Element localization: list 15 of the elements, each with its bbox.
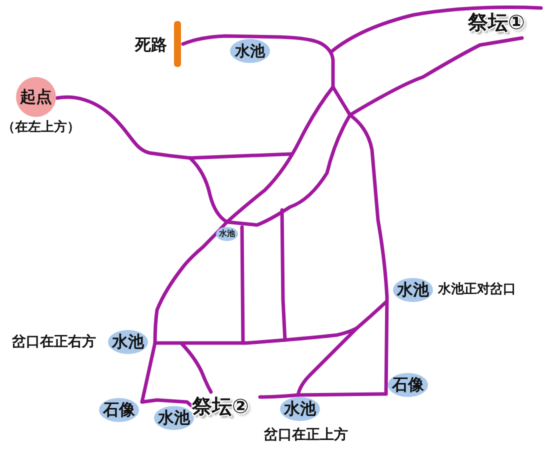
direction-note: 水池正对岔口 — [438, 283, 516, 298]
altar-label: 祭坛① — [468, 11, 525, 33]
altar-label: 祭坛② — [192, 395, 249, 417]
direction-note: 岔口在正上方 — [264, 428, 348, 444]
start-point-marker: 起点 — [16, 77, 56, 117]
statue-marker: 石像 — [99, 398, 139, 422]
direction-note: 岔口在正右方 — [12, 335, 96, 350]
dead-end-label: 死路 — [135, 36, 167, 54]
pool-marker: 水池 — [108, 330, 148, 354]
pool-marker: 水池 — [393, 278, 433, 302]
direction-note: （在左上方） — [2, 121, 80, 136]
pool-marker: 水池 — [230, 39, 270, 63]
pool-marker: 水池 — [216, 227, 238, 241]
pool-marker: 水池 — [280, 397, 320, 421]
statue-marker: 石像 — [388, 373, 428, 397]
